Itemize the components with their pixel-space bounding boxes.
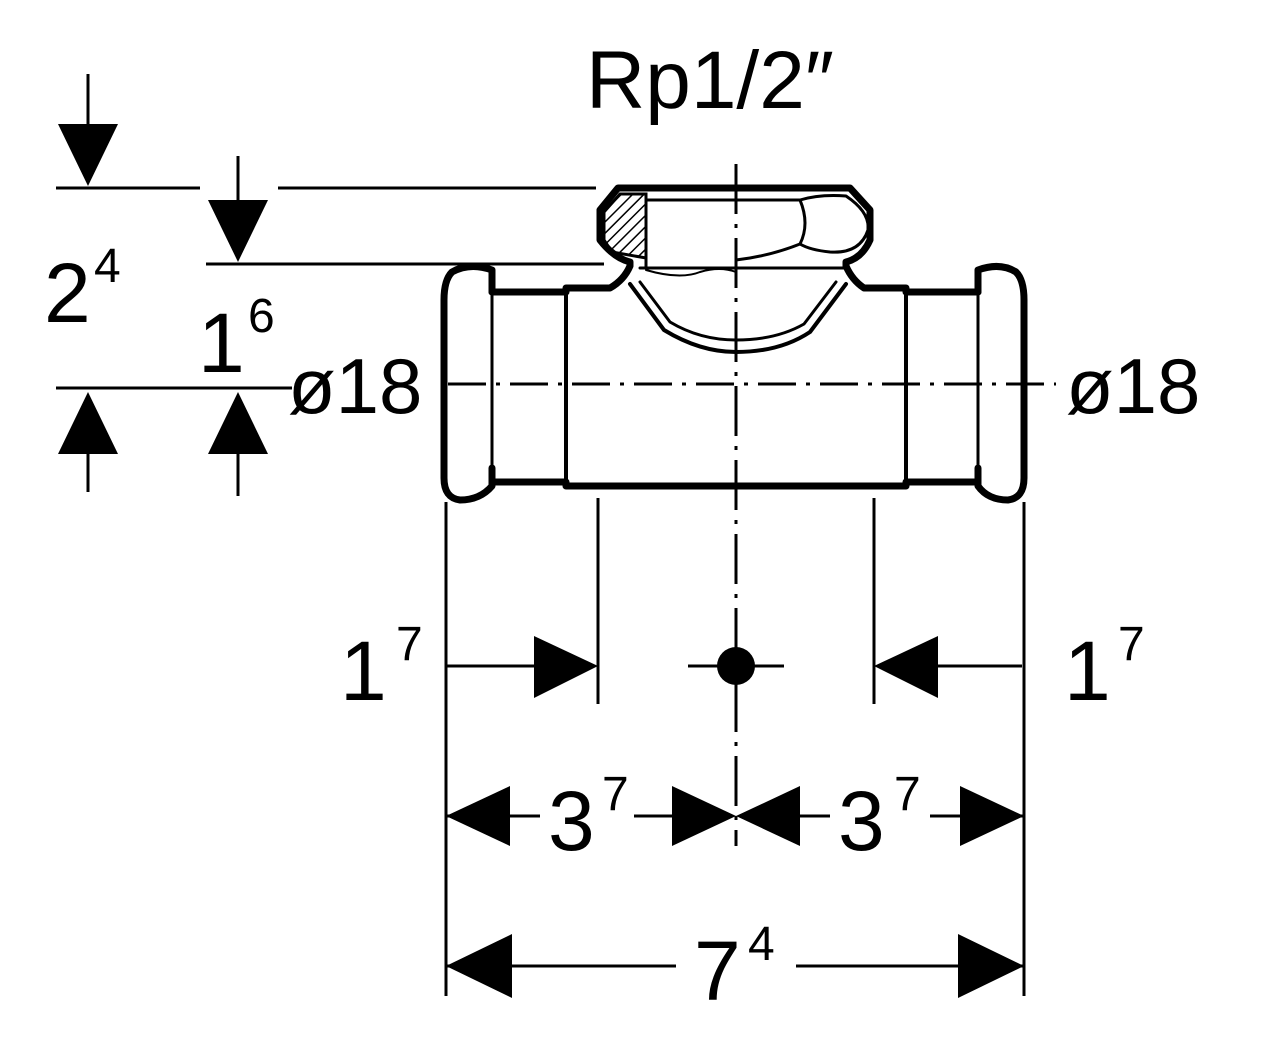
height-dimensions	[56, 74, 604, 496]
branch-outer-curve	[628, 282, 848, 354]
height-total-value: 2	[44, 246, 91, 340]
center-lines	[448, 164, 1056, 846]
arrow-half-left-start	[446, 786, 510, 846]
half-right-value: 3	[838, 774, 885, 868]
arrow-down-outer	[58, 124, 118, 186]
tee-fitting	[440, 184, 1028, 504]
insert-left-sup: 7	[396, 618, 423, 671]
half-left-value: 3	[548, 774, 595, 868]
insert-left-value: 1	[340, 624, 387, 718]
body-top-outline	[488, 184, 982, 296]
arrow-half-right-end	[960, 786, 1024, 846]
diameter-left-label: ø18	[288, 342, 422, 430]
arrow-down-inner	[208, 200, 268, 262]
arrow-half-left-end	[672, 786, 736, 846]
insert-right-value: 1	[1064, 624, 1111, 718]
arrow-up-inner	[208, 392, 268, 454]
arrow-overall-right	[958, 934, 1024, 998]
left-press-end	[440, 263, 496, 504]
overall-length-value: 7	[694, 924, 741, 1018]
half-left-sup: 7	[602, 768, 629, 821]
arrow-half-right-start	[736, 786, 800, 846]
insert-dims	[446, 636, 1022, 698]
center-point	[717, 647, 755, 685]
hex-socket-arc	[798, 198, 807, 246]
hex-socket-curve	[734, 194, 870, 262]
height-total-sup: 4	[94, 240, 121, 293]
arrow-insert-left	[534, 636, 598, 698]
arrow-overall-left	[446, 934, 512, 998]
half-right-sup: 7	[894, 768, 921, 821]
insert-right-sup: 7	[1118, 618, 1145, 671]
thread-wave	[645, 268, 737, 277]
right-press-end	[974, 263, 1028, 504]
arrow-up-outer	[58, 392, 118, 454]
arrow-insert-right	[874, 636, 938, 698]
diameter-right-label: ø18	[1066, 342, 1200, 430]
thread-size-label: Rp1/2″	[586, 35, 834, 126]
height-inner-value: 1	[198, 296, 245, 390]
half-dims	[446, 786, 1024, 846]
overall-length-sup: 4	[748, 918, 775, 971]
height-inner-sup: 6	[248, 290, 275, 343]
overall-dim	[446, 934, 1024, 998]
thread-hatch	[602, 192, 648, 260]
height-arrows	[58, 124, 268, 454]
